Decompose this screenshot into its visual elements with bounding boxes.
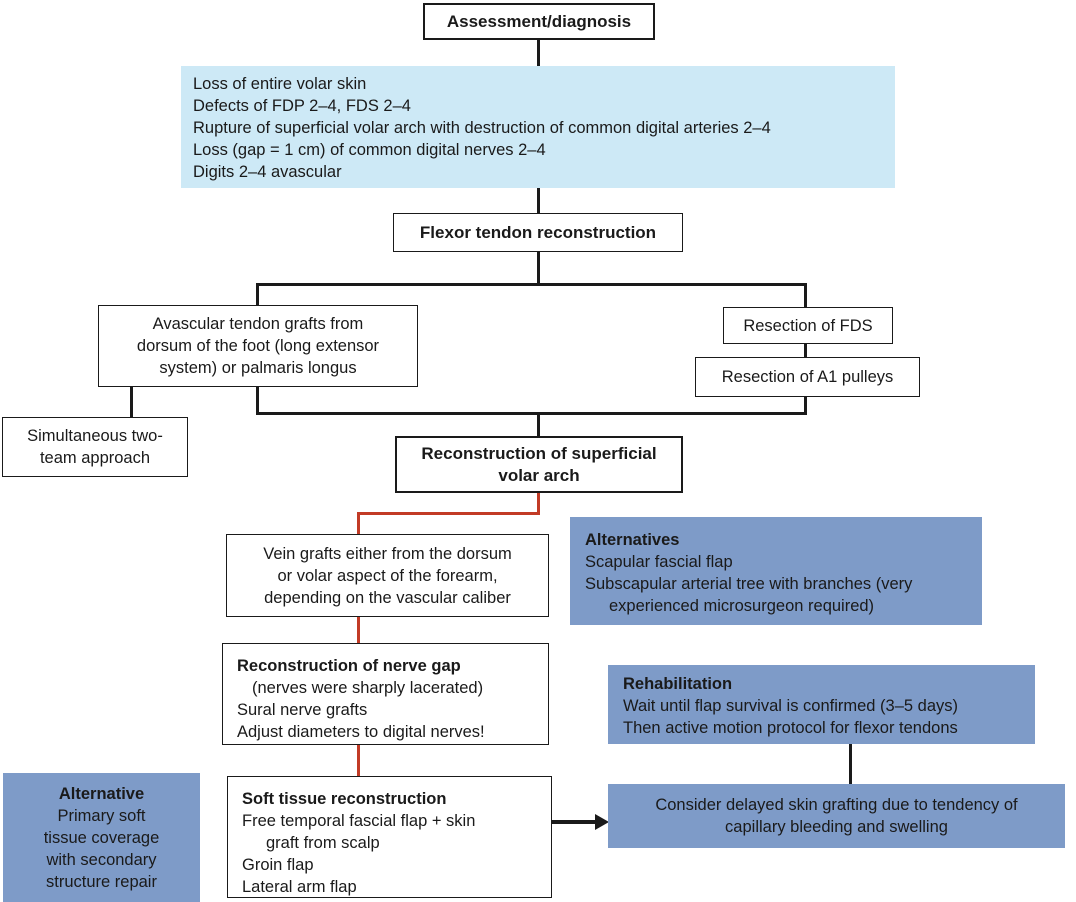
node-line: Free temporal fascial flap + skin — [242, 812, 476, 830]
node-line: Adjust diameters to digital nerves! — [237, 723, 485, 741]
criteria-line: Digits 2–4 avascular — [193, 163, 342, 181]
connector-flexor-bus — [537, 251, 540, 285]
connector-avascular-twoteam — [130, 386, 133, 418]
node-title: Alternative — [58, 784, 145, 803]
node-line: Groin flap — [242, 856, 314, 874]
node-line: Primary soft — [57, 806, 146, 825]
node-line: Sural nerve grafts — [237, 701, 368, 719]
node-rehabilitation: Rehabilitation Wait until flap survival … — [608, 665, 1035, 744]
node-line: tissue coverage — [43, 828, 160, 847]
node-nerve-gap-reconstruction: Reconstruction of nerve gap (nerves were… — [222, 643, 549, 745]
connector-fds-a1 — [804, 343, 807, 358]
node-line: dorsum of the foot (long extensor — [136, 337, 380, 355]
node-line: Simultaneous two- — [27, 427, 163, 445]
node-label: Assessment/diagnosis — [446, 11, 632, 31]
node-title: Soft tissue reconstruction — [242, 790, 447, 808]
red-connector-into-veingrafts — [357, 512, 360, 535]
red-connector-vein-nervegap — [357, 616, 360, 644]
node-two-team-approach: Simultaneous two- team approach — [2, 417, 188, 477]
red-connector-horizontal — [357, 512, 540, 515]
node-title: Reconstruction of nerve gap — [237, 657, 461, 675]
node-delayed-skin-grafting: Consider delayed skin grafting due to te… — [608, 784, 1065, 848]
criteria-line: Rupture of superficial volar arch with d… — [193, 119, 771, 137]
node-title: Alternatives — [585, 531, 680, 549]
node-soft-tissue-reconstruction: Soft tissue reconstruction Free temporal… — [227, 776, 552, 898]
connector-bus-volararch — [537, 414, 540, 437]
node-line: team approach — [39, 449, 151, 467]
node-line: experienced microsurgeon required) — [609, 597, 875, 615]
connector-criteria-flexor — [537, 187, 540, 214]
connector-bus-bottom — [256, 412, 807, 415]
node-avascular-tendon-grafts: Avascular tendon grafts from dorsum of t… — [98, 305, 418, 387]
node-label: Resection of FDS — [743, 316, 873, 335]
connector-bus-top — [256, 283, 807, 286]
criteria-line: Loss (gap = 1 cm) of common digital nerv… — [193, 141, 546, 159]
connector-rehab-delayed — [849, 743, 852, 785]
node-line: Consider delayed skin grafting due to te… — [655, 796, 1018, 814]
node-line: Wait until flap survival is confirmed (3… — [623, 697, 959, 715]
node-resection-fds: Resection of FDS — [723, 307, 893, 344]
connector-bus-right-down — [804, 283, 807, 309]
node-volar-arch-reconstruction: Reconstruction of superficial volar arch — [395, 436, 683, 493]
node-vein-grafts: Vein grafts either from the dorsum or vo… — [226, 534, 549, 617]
node-alternative-coverage: Alternative Primary soft tissue coverage… — [3, 773, 200, 902]
node-line: Reconstruction of superficial — [421, 443, 657, 463]
node-alternatives-flaps: Alternatives Scapular fascial flap Subsc… — [570, 517, 982, 625]
node-label: Flexor tendon reconstruction — [419, 222, 657, 242]
node-line: capillary bleeding and swelling — [725, 818, 948, 836]
red-connector-volararch-down — [537, 492, 540, 515]
red-connector-nervegap-softtissue — [357, 744, 360, 777]
node-line: volar arch — [498, 465, 580, 485]
node-line: Subscapular arterial tree with branches … — [585, 575, 913, 593]
node-line: or volar aspect of the forearm, — [277, 566, 498, 585]
connector-softtissue-delayed-shaft — [551, 820, 597, 824]
node-line: (nerves were sharply lacerated) — [252, 679, 484, 697]
node-line: Vein grafts either from the dorsum — [263, 544, 512, 563]
connector-bus-left-down — [256, 283, 259, 307]
node-flexor-tendon-reconstruction: Flexor tendon reconstruction — [393, 213, 683, 252]
connector-avascular-busbottom — [256, 386, 259, 414]
node-line: graft from scalp — [266, 834, 380, 852]
node-assessment-diagnosis: Assessment/diagnosis — [423, 3, 655, 40]
connector-a1-busbottom — [804, 396, 807, 414]
node-line: with secondary — [46, 850, 157, 869]
node-injury-criteria: Loss of entire volar skin Defects of FDP… — [181, 66, 895, 188]
node-line: structure repair — [46, 872, 157, 891]
node-line: Avascular tendon grafts from — [152, 315, 364, 333]
node-line: Scapular fascial flap — [585, 553, 733, 571]
node-title: Rehabilitation — [623, 675, 733, 693]
connector-assessment-criteria — [537, 39, 540, 67]
node-line: Lateral arm flap — [242, 878, 357, 896]
arrowhead-right-icon — [595, 814, 609, 830]
node-label: Resection of A1 pulleys — [721, 368, 894, 386]
node-line: system) or palmaris longus — [159, 359, 357, 377]
node-line: depending on the vascular caliber — [264, 588, 511, 607]
criteria-line: Defects of FDP 2–4, FDS 2–4 — [193, 97, 411, 115]
criteria-line: Loss of entire volar skin — [193, 75, 367, 93]
node-resection-a1-pulleys: Resection of A1 pulleys — [695, 357, 920, 397]
node-line: Then active motion protocol for flexor t… — [623, 719, 958, 737]
